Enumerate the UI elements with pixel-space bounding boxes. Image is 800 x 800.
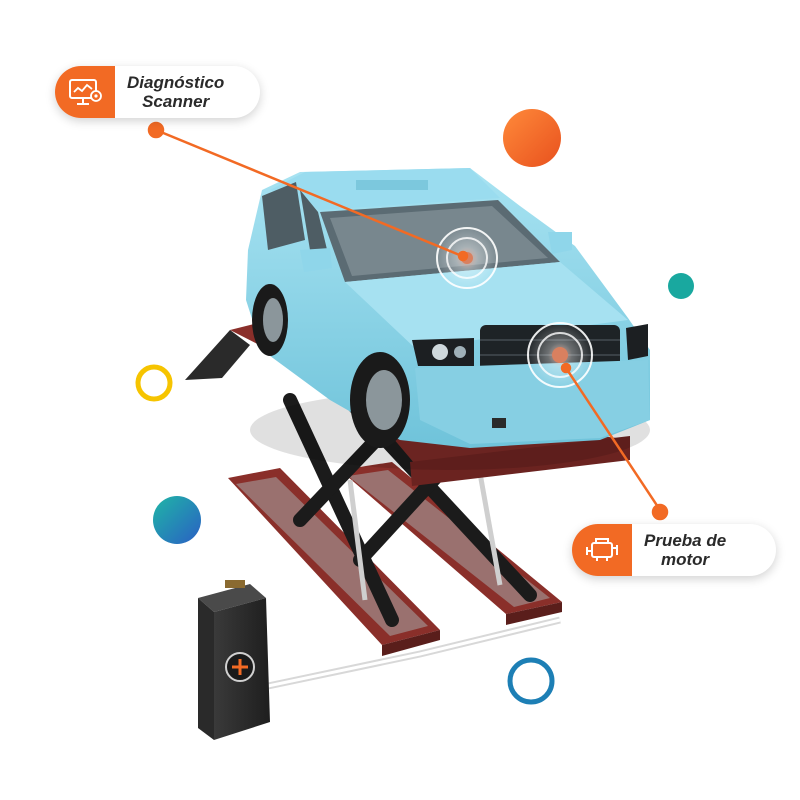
lift-base [228,462,562,656]
callout-label: Diagnóstico Scanner [115,73,242,111]
callout-line-1: Prueba de [644,531,727,550]
callout-line-2: motor [661,550,710,569]
blue-dot [153,496,201,544]
engine-icon [572,524,632,576]
control-unit [198,580,561,740]
connector-lines [147,121,669,521]
teal-dot [668,273,694,299]
orange-dot [503,109,561,167]
suv-car [246,168,650,470]
callout-line-2: Scanner [142,92,210,111]
hydraulic-cylinders [347,461,503,601]
emergency-cross-icon [232,659,248,675]
pulse-marker-motor [526,321,594,389]
blue-ring [507,657,555,705]
callout-line-1: Diagnóstico [127,73,225,92]
computer-diagnostic-icon [55,66,115,118]
yellow-ring [135,364,173,402]
callout-diagnostico-scanner: Diagnóstico Scanner [55,66,260,118]
callout-prueba-motor: Prueba de motor [572,524,776,576]
callout-label: Prueba de motor [632,531,744,569]
